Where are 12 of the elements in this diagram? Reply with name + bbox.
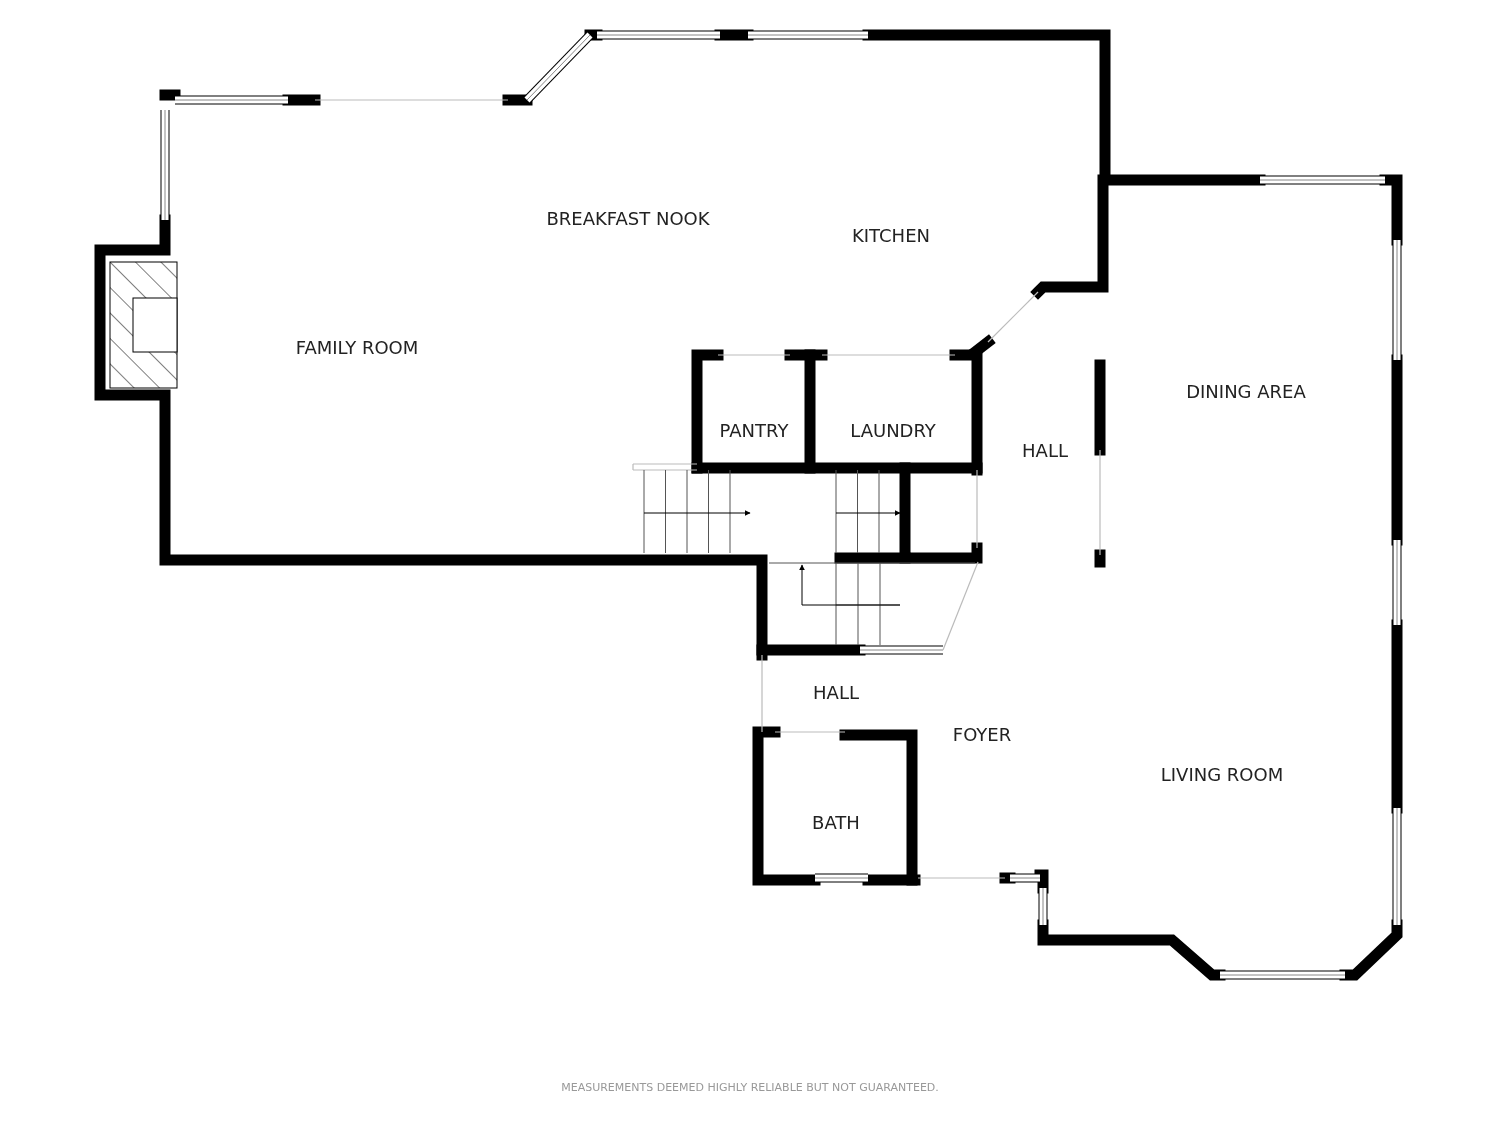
room-label: BREAKFAST NOOK bbox=[546, 207, 710, 229]
room-label: FAMILY ROOM bbox=[295, 336, 419, 358]
room-label: KITCHEN bbox=[852, 224, 930, 246]
room-label: HALL bbox=[813, 681, 859, 703]
room-label: FOYER bbox=[952, 723, 1012, 745]
room-label: DINING AREA bbox=[1186, 380, 1306, 402]
room-label: BATH bbox=[812, 811, 860, 833]
room-label: PANTRY bbox=[719, 419, 789, 441]
disclaimer-note: MEASUREMENTS DEEMED HIGHLY RELIABLE BUT NOT GUARANTEED. bbox=[561, 1080, 939, 1094]
room-label: LAUNDRY bbox=[850, 419, 936, 441]
room-label: HALL bbox=[1022, 439, 1068, 461]
room-label: LIVING ROOM bbox=[1160, 763, 1284, 785]
